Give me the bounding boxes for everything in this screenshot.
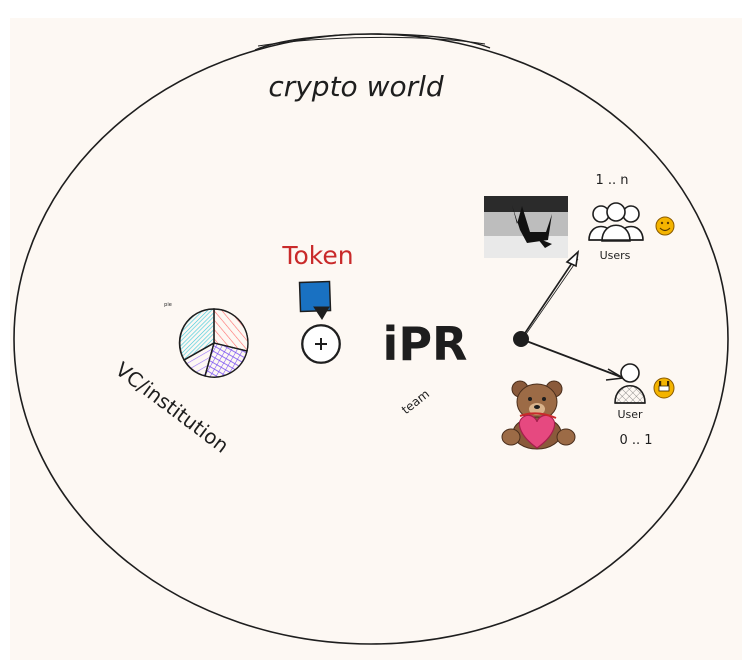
world-ellipse	[13, 33, 729, 645]
plus-circle-icon	[301, 324, 341, 364]
ipr-label: iPR	[383, 317, 468, 371]
user-label: User	[617, 408, 643, 421]
smile-emoji-icon	[655, 216, 675, 236]
pie-label: pie	[164, 302, 172, 308]
arrow-to-users	[520, 249, 580, 340]
token-square-icon	[298, 280, 332, 320]
users-label: Users	[600, 249, 631, 262]
users-group-icon	[588, 202, 644, 242]
photo-thumbnail	[484, 196, 568, 258]
users-cardinality: 1 .. n	[595, 173, 628, 188]
diagram-title: crypto world	[268, 70, 444, 103]
grin-emoji-icon	[653, 377, 675, 399]
user-cardinality: 0 .. 1	[619, 433, 652, 448]
token-label: Token	[281, 241, 353, 270]
teddy-bear-heart-icon	[501, 380, 576, 450]
user-icon	[614, 363, 646, 404]
pie-chart-icon	[178, 308, 249, 378]
paper-background	[10, 18, 742, 660]
